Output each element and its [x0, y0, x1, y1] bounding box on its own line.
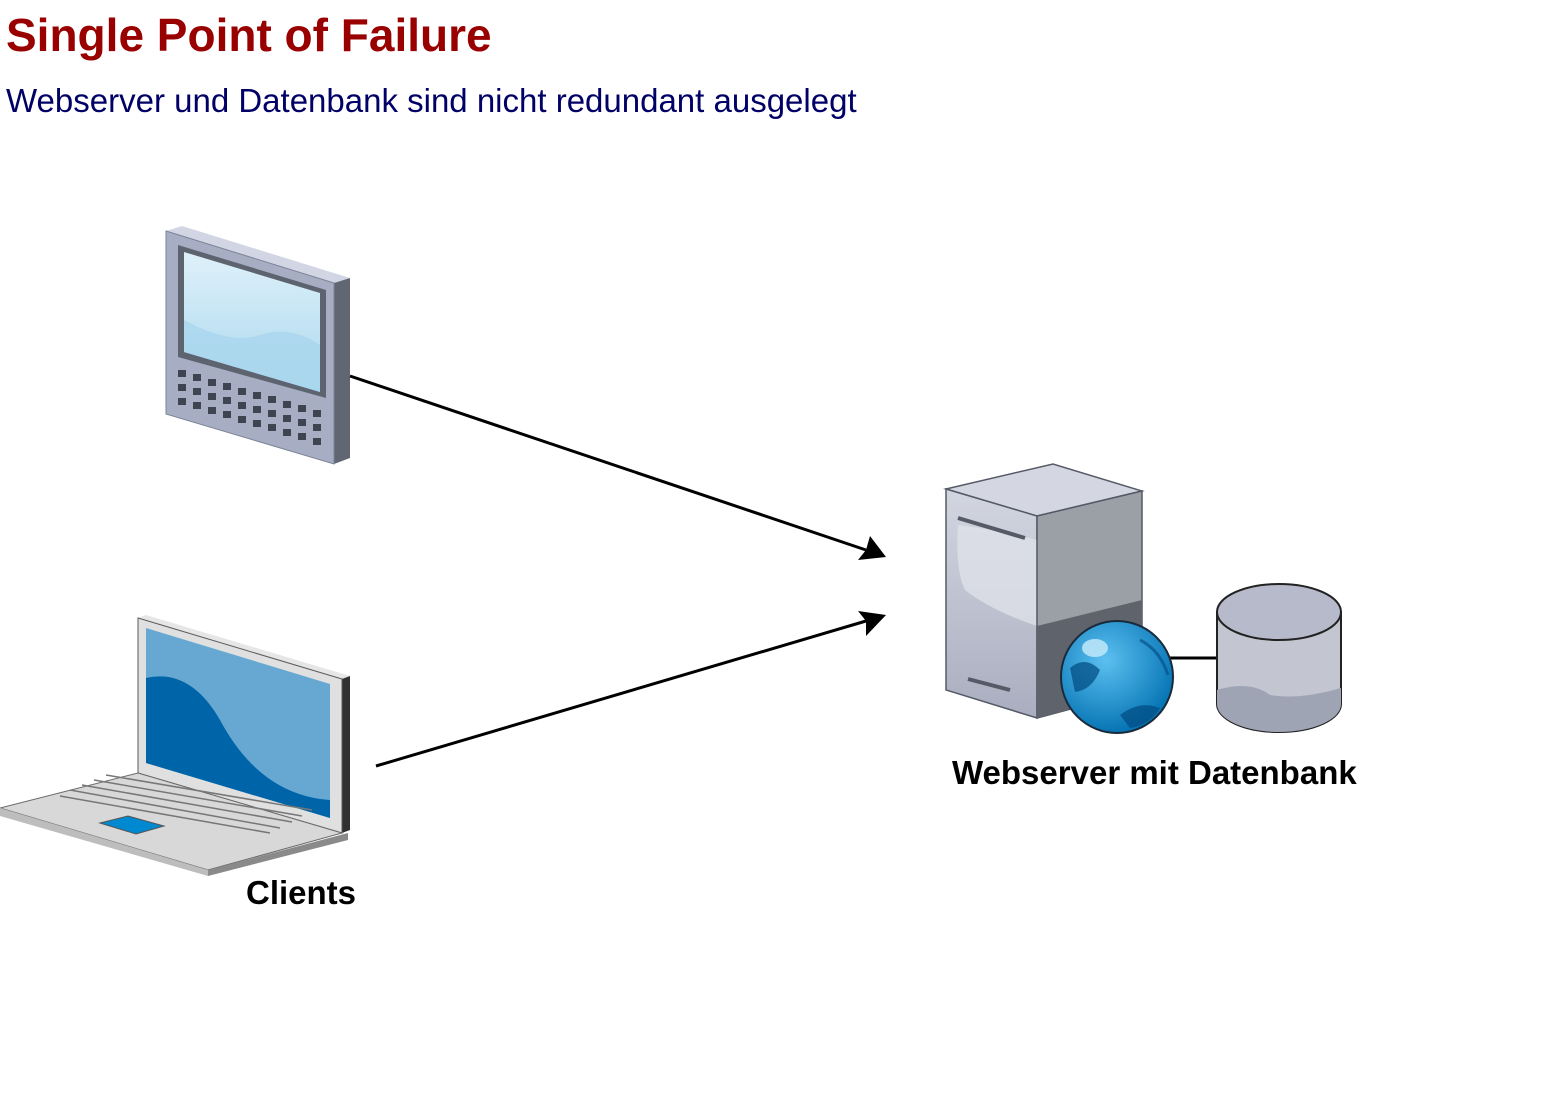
- globe-icon: [1060, 620, 1174, 734]
- diagram-title: Single Point of Failure: [6, 9, 492, 61]
- diagram-subtitle: Webserver und Datenbank sind nicht redun…: [6, 82, 857, 119]
- webserver-label: Webserver mit Datenbank: [952, 754, 1357, 791]
- edge-tablet-to-server: [349, 374, 886, 560]
- tablet-icon: [165, 226, 350, 465]
- laptop-icon: [0, 615, 350, 876]
- database-icon: [1216, 583, 1342, 733]
- edge-laptop-to-server: [375, 611, 886, 768]
- clients-label: Clients: [246, 874, 357, 911]
